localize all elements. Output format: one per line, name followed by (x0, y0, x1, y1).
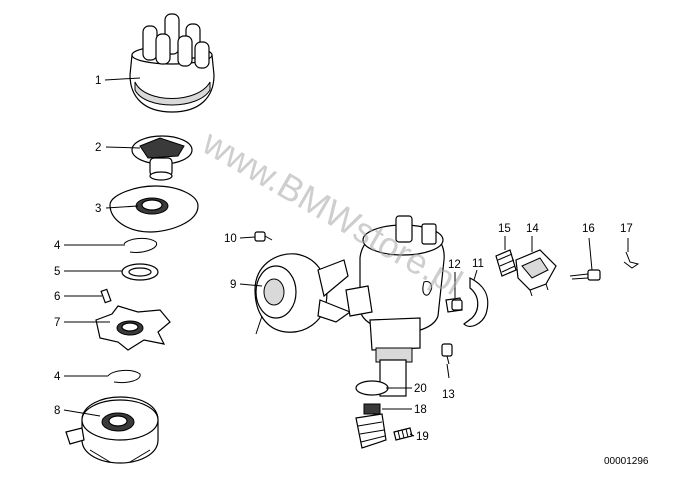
pickup-coil-drawing (65, 396, 159, 464)
callout-3: 3 (95, 203, 101, 215)
callout-9: 9 (230, 279, 236, 291)
vacuum-unit-drawing (254, 253, 352, 335)
callout-8: 8 (54, 405, 60, 417)
dust-shield-drawing (109, 185, 199, 233)
pin-drawing (100, 288, 112, 304)
callout-6: 6 (54, 291, 60, 303)
callout-11: 11 (472, 258, 484, 270)
callout-20: 20 (414, 383, 427, 395)
circlip-lower-drawing (107, 369, 141, 383)
callout-18: 18 (414, 404, 427, 416)
drive-gear-drawing (355, 403, 387, 449)
callout-16: 16 (582, 223, 595, 235)
callout-12: 12 (448, 259, 461, 271)
circlip-upper-drawing (123, 237, 158, 253)
callout-4-upper: 4 (54, 240, 61, 252)
o-ring-drawing (355, 380, 389, 396)
base-plate-drawing (95, 305, 171, 351)
clip-drawing (463, 277, 489, 327)
washer-drawing (121, 263, 159, 281)
callout-4-lower: 4 (54, 371, 61, 383)
callout-13: 13 (442, 389, 455, 401)
rotor-drawing (131, 135, 193, 181)
nipple-drawing (441, 343, 453, 365)
roll-pin-drawing (393, 427, 413, 441)
spring-clip-drawing (623, 251, 640, 269)
distributor-cap-drawing (129, 13, 215, 113)
callout-1: 1 (95, 75, 101, 87)
connector-seal-drawing (495, 249, 517, 277)
callout-15: 15 (498, 223, 511, 235)
distributor-housing-drawing (345, 215, 445, 397)
callout-19: 19 (416, 431, 429, 443)
plug-housing-drawing (515, 249, 557, 297)
bolt-drawing (569, 269, 601, 281)
callout-17: 17 (620, 223, 633, 235)
diagram-code: 00001296 (604, 456, 649, 467)
callout-5: 5 (54, 266, 60, 278)
callout-10: 10 (224, 233, 237, 245)
callout-14: 14 (526, 223, 539, 235)
screw-small-drawing (254, 231, 273, 242)
leader-lines (63, 77, 629, 437)
callout-7: 7 (54, 317, 60, 329)
callout-2: 2 (95, 142, 101, 154)
screw-drawing (445, 297, 463, 313)
